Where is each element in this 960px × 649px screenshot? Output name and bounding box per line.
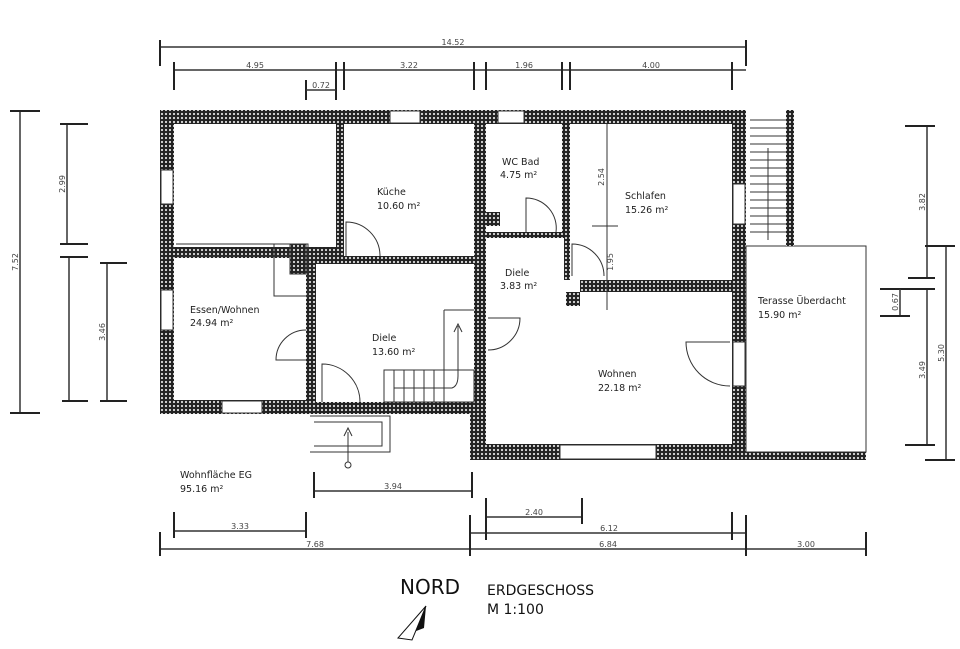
dim-label: 2.99	[58, 175, 67, 193]
dim-label: 3.00	[797, 540, 815, 549]
room-diele-small	[486, 238, 564, 292]
total-area-value: 95.16 m²	[180, 484, 223, 495]
dimensions-top: 14.52 4.95 3.22 1.96 4.00 0.72	[159, 38, 747, 100]
plan-scale: M 1:100	[487, 602, 544, 618]
dim-label: 4.95	[246, 61, 264, 70]
north-arrow	[397, 605, 427, 641]
room-area: 15.26 m²	[625, 205, 668, 216]
exterior-stairs	[750, 119, 786, 240]
kitchen-counter	[176, 243, 309, 297]
dim-label: 3.22	[400, 61, 418, 70]
dim-label: 0.72	[312, 81, 330, 90]
dim-label: 1.95	[606, 253, 615, 271]
dimensions-right: 3.82 0.67 3.49 5.30	[880, 125, 955, 461]
entrance-steps	[310, 415, 391, 469]
plan-title: ERDGESCHOSS	[487, 583, 594, 599]
room-area: 10.60 m²	[377, 201, 420, 212]
dim-label: 3.94	[384, 482, 402, 491]
terrace-edge	[746, 452, 866, 460]
terrace-outline	[745, 245, 867, 453]
exterior-stairs-wall	[786, 110, 794, 246]
dimensions-left: 7.52 2.99 3.46	[10, 110, 127, 414]
dim-label: 3.82	[918, 193, 927, 211]
interior-stairs	[383, 309, 475, 403]
room-area: 13.60 m²	[372, 347, 415, 358]
room-area: 3.83 m²	[500, 281, 537, 292]
room-name: Essen/Wohnen	[190, 305, 260, 316]
room-kueche	[344, 124, 474, 256]
room-name: WC Bad	[502, 157, 539, 168]
dim-label: 0.67	[891, 293, 900, 311]
room-name: Wohnen	[598, 369, 637, 380]
room-schlafen	[570, 124, 732, 280]
doors	[275, 197, 731, 403]
room-top-left	[174, 124, 336, 247]
dim-label: 2.40	[525, 508, 543, 517]
room-diele-large	[316, 264, 474, 402]
room-area: 4.75 m²	[500, 170, 537, 181]
dim-label: 3.49	[918, 361, 927, 379]
dim-label: 3.46	[98, 323, 107, 341]
room-area: 22.18 m²	[598, 383, 641, 394]
room-area: 24.94 m²	[190, 318, 233, 329]
room-name: Diele	[372, 333, 396, 344]
room-name: Küche	[377, 187, 406, 198]
room-wohnen	[486, 292, 732, 444]
room-essen-wohnen	[174, 258, 306, 400]
dim-label: 7.52	[11, 253, 20, 271]
dim-label: 1.96	[515, 61, 533, 70]
dim-label: 5.30	[937, 344, 946, 362]
dimensions-inner: 2.54 1.95	[592, 124, 618, 310]
dim-label: 14.52	[442, 38, 465, 47]
room-name: Diele	[505, 268, 529, 279]
dim-label: 6.84	[599, 540, 617, 549]
dim-label: 4.00	[642, 61, 660, 70]
room-area: 15.90 m²	[758, 310, 801, 321]
dimensions-bottom: 3.94 2.40 3.33 6.12 7.68 6.84 3.00	[159, 472, 867, 556]
room-name: Schlafen	[625, 191, 666, 202]
dim-label: 3.33	[231, 522, 249, 531]
dim-label: 2.54	[597, 168, 606, 186]
dim-label: 7.68	[306, 540, 324, 549]
windows	[160, 110, 746, 460]
dim-label: 6.12	[600, 524, 618, 533]
north-label: NORD	[400, 575, 460, 599]
room-name: Terasse Überdacht	[757, 296, 846, 307]
total-area-label: Wohnfläche EG	[180, 470, 252, 481]
